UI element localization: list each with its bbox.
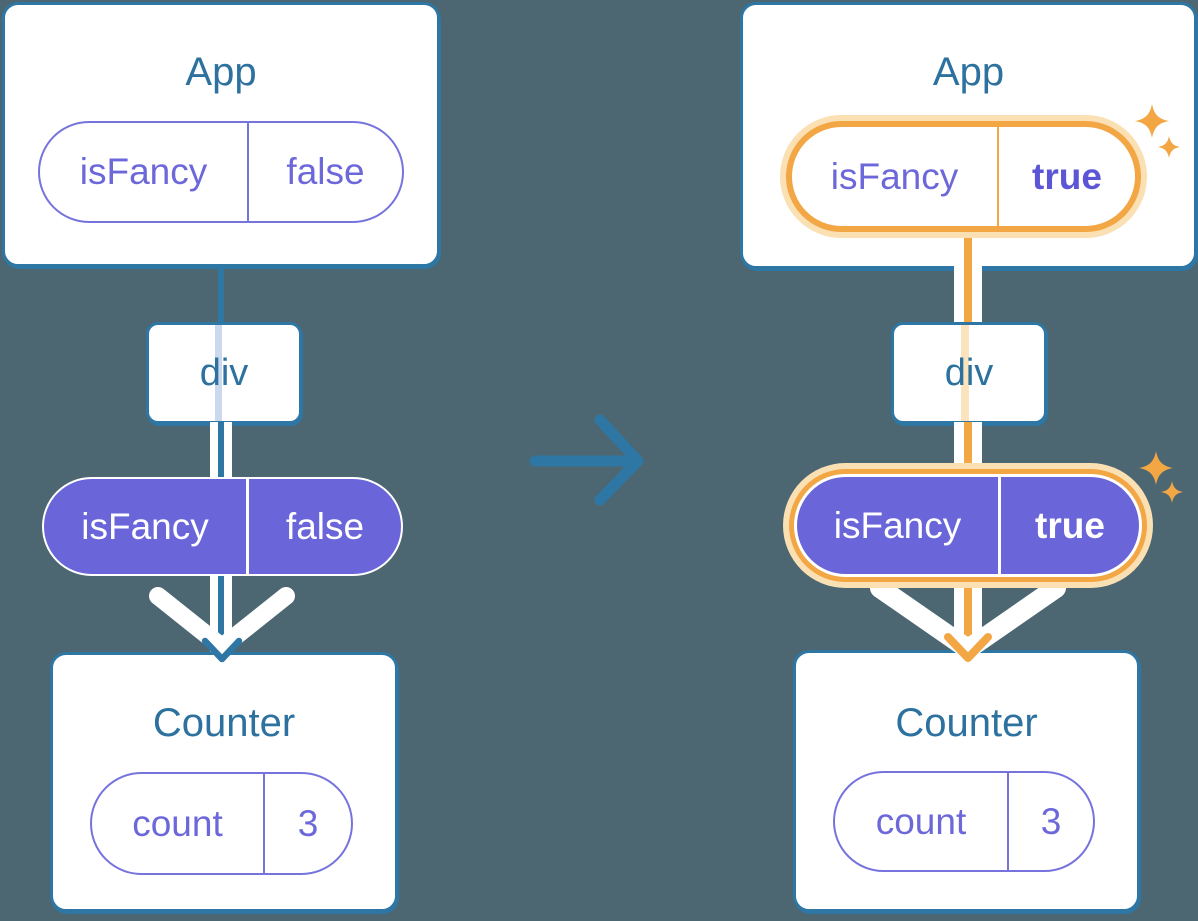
prop-key: isFancy	[833, 504, 962, 546]
pill-divider	[246, 479, 249, 574]
sparkle-icon-small	[1161, 481, 1183, 503]
left-div-title: div	[199, 351, 249, 394]
state-key: isFancy	[79, 151, 208, 192]
connector-core	[218, 574, 224, 653]
left-counter-state-pill: count 3	[90, 772, 353, 875]
pill-divider	[1007, 773, 1009, 870]
right-div-pill-connector	[954, 422, 982, 464]
sparkle-icon-large	[1135, 104, 1169, 138]
right-counter-card: Counter count 3	[793, 650, 1140, 912]
connector-core	[964, 588, 972, 651]
connector-core	[218, 422, 224, 479]
sparkle-icon-large	[1139, 451, 1173, 485]
right-app-state-pill: isFancy true	[786, 121, 1141, 232]
left-counter-title: Counter	[152, 701, 296, 745]
sparkle-icon-small	[1158, 136, 1180, 158]
left-counter-card: Counter count 3	[50, 652, 398, 912]
right-app-div-connector	[954, 264, 982, 325]
pill-divider	[997, 127, 999, 226]
prop-value: false	[285, 505, 365, 547]
right-div-node: div	[891, 322, 1047, 424]
pill-divider	[247, 123, 249, 221]
right-app-title: App	[932, 50, 1005, 94]
state-key: count	[132, 802, 223, 844]
state-key: count	[875, 800, 967, 842]
transition-arrow-icon	[529, 414, 644, 506]
pill-divider	[998, 477, 1001, 574]
left-app-state-pill: isFancy false	[38, 121, 404, 223]
left-app-title: App	[185, 50, 257, 94]
right-props-pill: isFancy true	[794, 474, 1142, 577]
right-counter-state-pill: count 3	[833, 771, 1095, 872]
state-value: false	[286, 151, 365, 192]
right-pill-counter-connector	[954, 588, 982, 651]
state-value: true	[1032, 155, 1102, 197]
state-value: 3	[297, 802, 319, 844]
right-counter-title: Counter	[895, 701, 1038, 745]
right-app-pill-stem	[964, 234, 972, 269]
state-value: 3	[1040, 800, 1062, 842]
state-key: isFancy	[830, 155, 959, 197]
right-div-thru-line	[961, 325, 969, 421]
left-div-node: div	[146, 322, 302, 424]
prop-key: isFancy	[81, 505, 209, 547]
left-div-thru-line	[215, 325, 222, 421]
right-div-title: div	[944, 351, 994, 394]
connector-core	[964, 264, 972, 325]
left-pill-counter-connector	[210, 574, 232, 653]
connector-core	[964, 422, 972, 464]
left-app-card: App isFancy false	[2, 2, 440, 267]
prop-value: true	[1035, 504, 1105, 546]
left-props-pill: isFancy false	[42, 477, 403, 576]
left-app-div-connector	[218, 264, 224, 325]
left-div-pill-connector	[210, 422, 232, 479]
pill-divider	[263, 774, 265, 873]
